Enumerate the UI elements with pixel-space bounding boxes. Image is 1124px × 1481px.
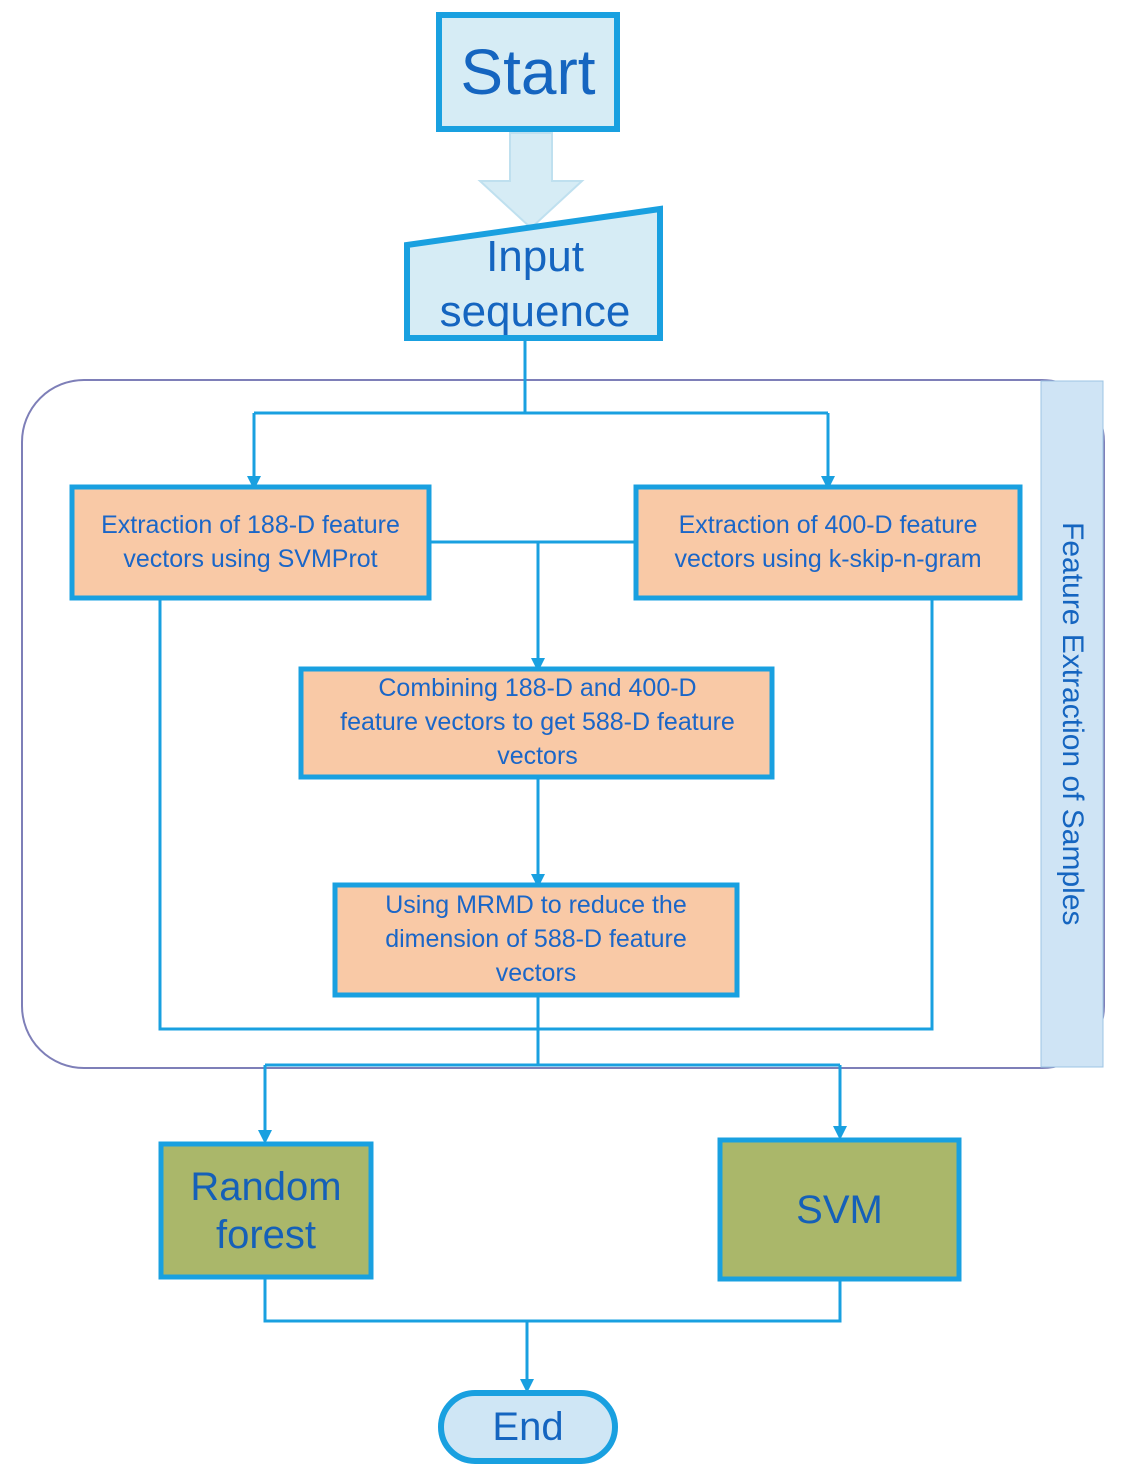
kskip-box (633, 484, 1023, 601)
group-label-band (1040, 380, 1104, 1068)
kskip-label: Extraction of 400-D feature vectors usin… (674, 510, 982, 573)
svmprot-box (69, 484, 432, 601)
svmprot-label: Extraction of 188-D feature vectors usin… (101, 510, 400, 573)
end-box (438, 1390, 618, 1464)
start-to-input-arrow (477, 132, 585, 230)
random-forest-box (158, 1141, 374, 1280)
mrmd-label: Using MRMD to reduce the dimension of 58… (385, 891, 687, 987)
svm-box (717, 1137, 962, 1282)
combine-box (298, 666, 775, 780)
kskip-bypass-line (538, 598, 934, 1031)
classifier-merge-line (263, 1278, 842, 1323)
input-sequence-shape (404, 205, 663, 341)
start-label: Start (460, 36, 596, 108)
combine-label: Combining 188-D and 400-D feature vector… (340, 674, 735, 770)
feature-extraction-group-label: Feature Extraction of Samples (1056, 522, 1089, 926)
random-forest-label: Random forest (190, 1164, 342, 1257)
mrmd-box (332, 882, 740, 998)
end-label: End (492, 1404, 564, 1449)
start-box (436, 12, 620, 132)
svm-label: SVM (796, 1187, 883, 1232)
svmprot-bypass-line (158, 598, 538, 1031)
input-sequence-label: Input sequence (439, 232, 631, 336)
